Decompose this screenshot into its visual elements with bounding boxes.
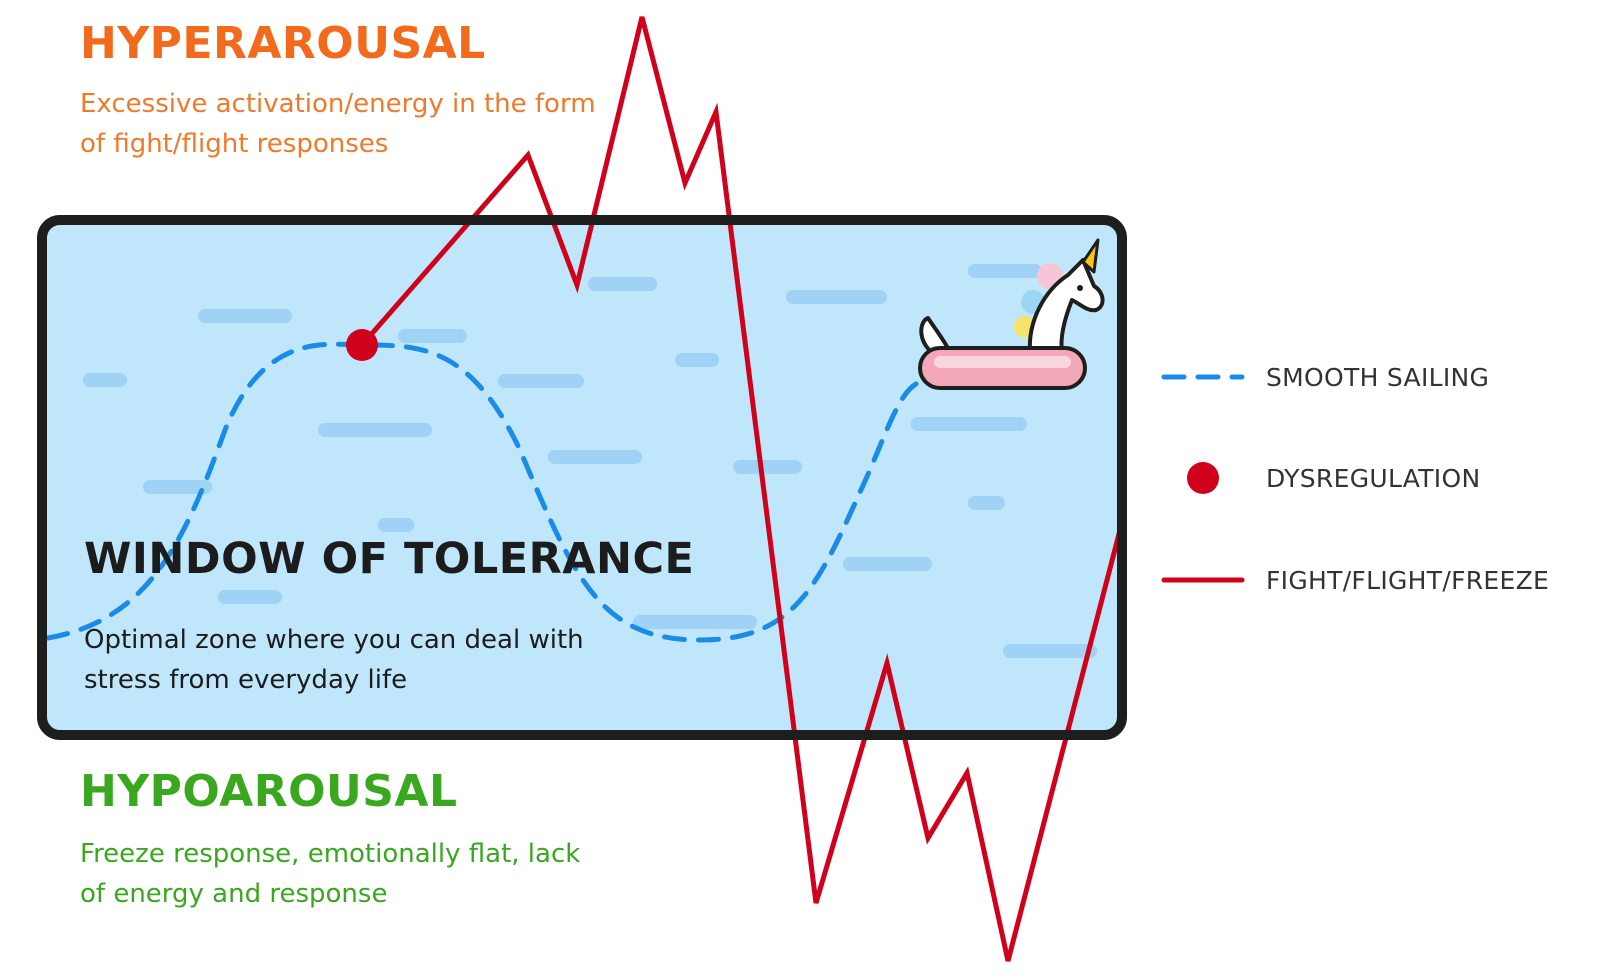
legend-label-dysregulation: DYSREGULATION (1266, 463, 1481, 493)
unicorn-pool-float-icon (918, 238, 1105, 390)
legend-item-dysregulation: DYSREGULATION (1160, 456, 1600, 500)
fight-flight-freeze-line (359, 16, 1123, 962)
window-of-tolerance-box (42, 220, 1122, 735)
window-of-tolerance-title: WINDOW OF TOLERANCE (84, 534, 695, 584)
solid-line-icon (1161, 577, 1245, 583)
legend-item-smooth-sailing: SMOOTH SAILING (1160, 355, 1600, 399)
hypoarousal-title: HYPOAROUSAL (80, 766, 458, 817)
dysregulation-point (346, 329, 378, 361)
legend-label-smooth-sailing: SMOOTH SAILING (1266, 362, 1490, 392)
water-ripples (83, 264, 1097, 658)
dashed-line-icon (1161, 374, 1245, 380)
smooth-sailing-curve (45, 341, 933, 643)
legend-item-fight-flight-freeze: FIGHT/FLIGHT/FREEZE (1160, 558, 1600, 602)
legend-label-fight-flight-freeze: FIGHT/FLIGHT/FREEZE (1266, 565, 1550, 595)
hyperarousal-title: HYPERAROUSAL (80, 18, 486, 69)
window-of-tolerance-description: Optimal zone where you can deal with str… (84, 625, 584, 695)
hypoarousal-description: Freeze response, emotionally flat, lack … (80, 839, 581, 909)
hyperarousal-description: Excessive activation/energy in the form … (80, 89, 596, 159)
window-of-tolerance-border (37, 215, 1127, 740)
red-dot-icon (1187, 462, 1219, 494)
